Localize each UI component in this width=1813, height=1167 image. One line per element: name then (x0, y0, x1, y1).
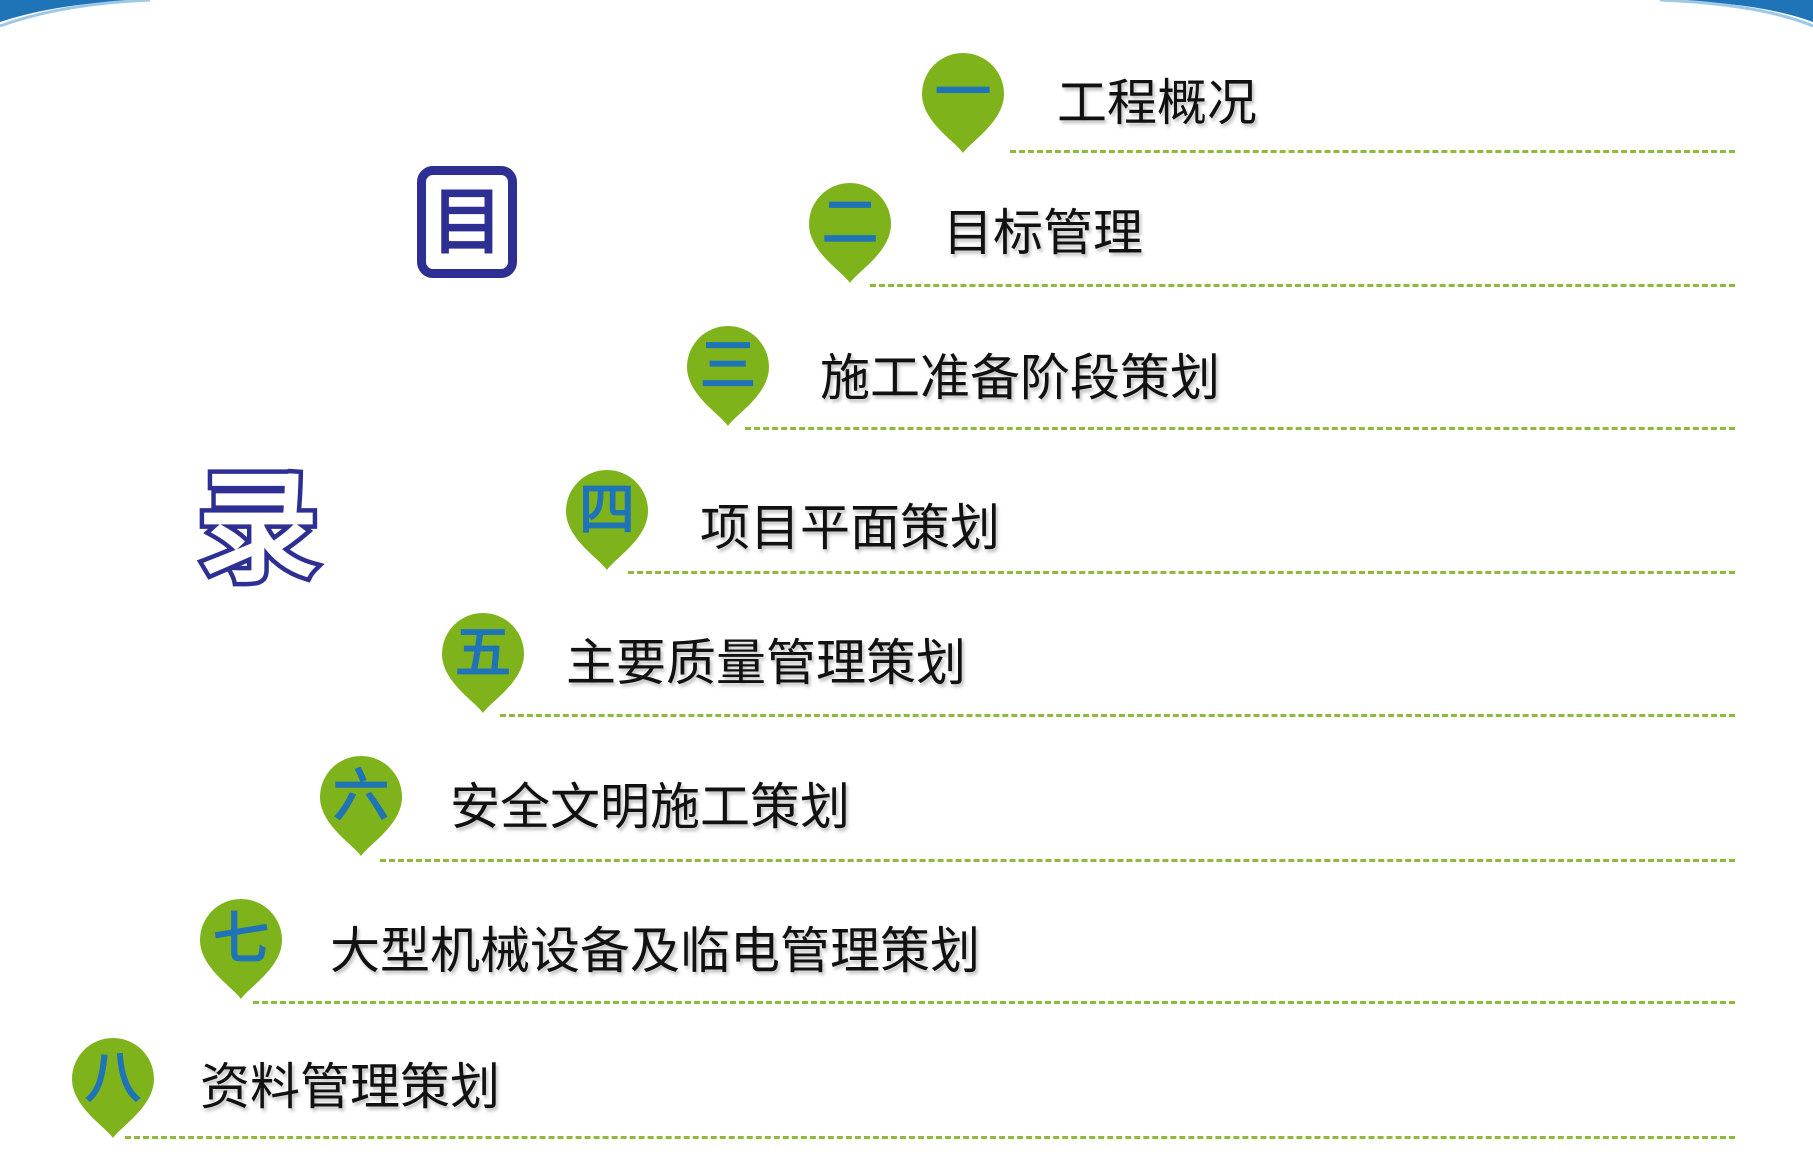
dashed-divider (500, 714, 1735, 717)
location-pin-icon: 六 (316, 753, 406, 857)
toc-item-number: 六 (333, 764, 389, 829)
title-char-mu: 目 (417, 166, 517, 278)
location-pin-icon: 七 (196, 896, 286, 1000)
toc-item-number: 一 (935, 61, 991, 126)
toc-item-number: 四 (579, 478, 635, 543)
toc-item-label[interactable]: 工程概况 (1057, 74, 1257, 132)
top-decorative-arc (0, 0, 1813, 28)
toc-item-label[interactable]: 目标管理 (943, 204, 1143, 262)
dashed-divider (745, 427, 1735, 430)
toc-item-number: 五 (455, 621, 511, 686)
location-pin-icon: 二 (805, 180, 895, 284)
toc-item-label[interactable]: 项目平面策划 (700, 499, 1000, 557)
location-pin-icon: 五 (438, 610, 528, 714)
dashed-divider (380, 859, 1735, 862)
dashed-divider (125, 1136, 1735, 1139)
toc-item-number: 三 (700, 334, 756, 399)
toc-item-number: 二 (822, 191, 878, 256)
dashed-divider (253, 1001, 1735, 1004)
location-pin-icon: 四 (562, 467, 652, 571)
location-pin-icon: 一 (918, 50, 1008, 154)
toc-item-label[interactable]: 施工准备阶段策划 (820, 349, 1220, 407)
toc-item-label[interactable]: 主要质量管理策划 (566, 634, 966, 692)
toc-item-label[interactable]: 资料管理策划 (200, 1058, 500, 1116)
toc-item-number: 八 (85, 1046, 141, 1111)
title-char-lu: 录 (194, 460, 323, 599)
toc-item-number: 七 (213, 907, 269, 972)
location-pin-icon: 八 (68, 1035, 158, 1139)
toc-item-label[interactable]: 安全文明施工策划 (450, 778, 850, 836)
location-pin-icon: 三 (683, 323, 773, 427)
dashed-divider (628, 571, 1735, 574)
toc-item-label[interactable]: 大型机械设备及临电管理策划 (330, 922, 980, 980)
dashed-divider (870, 284, 1735, 287)
dashed-divider (1010, 150, 1735, 153)
